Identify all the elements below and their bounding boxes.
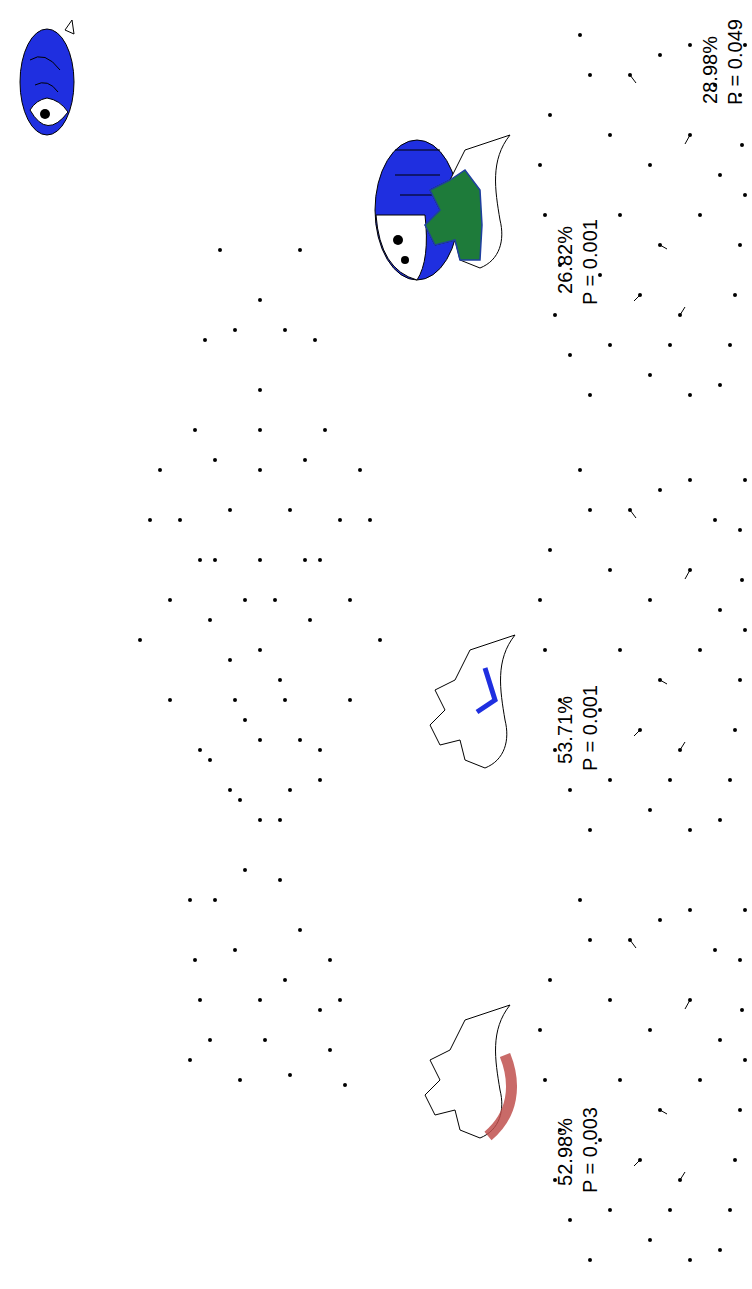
mandible-landmarks (540, 35, 745, 395)
p-value-label: P = 0.003 (580, 1107, 600, 1193)
percentage-label: 53.71% (555, 696, 575, 764)
mandible-icon-blue (430, 635, 515, 768)
percentage-label: 28.98% (700, 36, 720, 104)
p-value-label: P = 0.001 (580, 685, 600, 771)
mandible-icon-green (425, 135, 510, 268)
skull-icon-lateral (20, 20, 74, 135)
ventral-landmarks (140, 250, 380, 820)
percentage-label: 26.82% (555, 226, 575, 294)
mandible-landmarks (540, 900, 745, 1260)
p-value-label: P = 0.001 (580, 219, 600, 305)
mandible-landmarks (540, 470, 745, 830)
p-value-label: P = 0.049 (725, 19, 745, 105)
percentage-label: 52.98% (555, 1118, 575, 1186)
mandible-icon-red (425, 1005, 512, 1138)
lateral-landmarks (190, 660, 345, 1085)
